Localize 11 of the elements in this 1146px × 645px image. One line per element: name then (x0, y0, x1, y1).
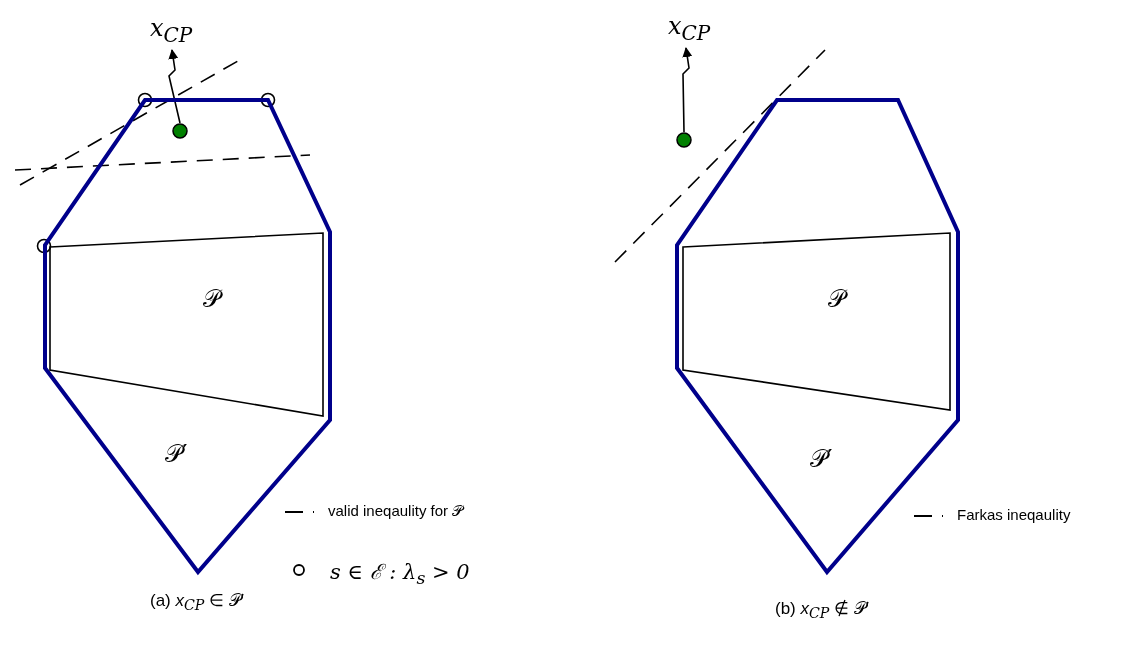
point-label: x$_{CP}$ (150, 16, 193, 45)
legend-text: valid ineqaulity for 𝒫 (328, 502, 464, 520)
subfigure-caption: (a) x$_{CP}$ ∈ 𝒫′ (150, 590, 244, 614)
legend-text: s ∈ ℰ : λ$_{s}$ > 0 (330, 559, 470, 589)
legend-text: Farkas ineqaulity (957, 506, 1071, 523)
point-label: x$_{CP}$ (668, 14, 711, 43)
set-symbol: 𝒫′ (165, 442, 188, 466)
arrow (682, 47, 693, 133)
set-symbol: 𝒫′ (810, 447, 833, 471)
arrow (168, 49, 181, 124)
subfigure-caption: (b) x$_{CP}$ ∉ 𝒫′ (775, 598, 869, 622)
